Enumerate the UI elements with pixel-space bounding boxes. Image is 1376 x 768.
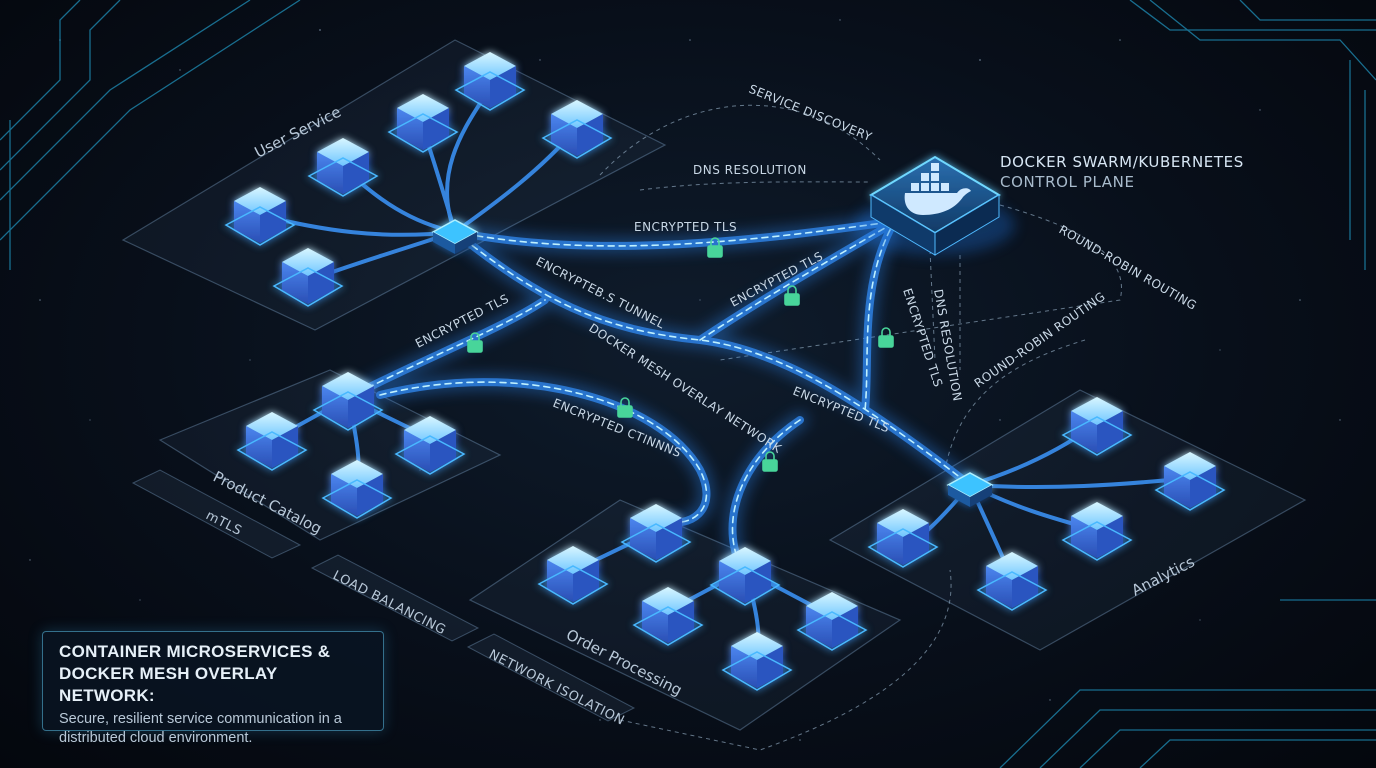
control-plane-title-line2: CONTROL PLANE [1000, 173, 1135, 191]
container [541, 100, 613, 159]
tag-plates [131, 469, 636, 722]
hub-user-service [431, 219, 479, 254]
container [721, 632, 793, 691]
lock-icon [707, 237, 723, 258]
container [1061, 397, 1133, 456]
container [537, 546, 609, 605]
container [796, 592, 868, 651]
label-service-discovery: SERVICE DISCOVERY [747, 82, 874, 144]
info-subtitle: Secure, resilient service communication … [59, 710, 367, 748]
container [709, 547, 781, 606]
circuit-traces-top-left [0, 0, 301, 270]
container [321, 460, 393, 519]
container [307, 138, 379, 197]
tag-plate-mtls [131, 469, 302, 559]
label-dns-resolution: DNS RESOLUTION [693, 163, 807, 177]
container [272, 248, 344, 307]
tag-plate-load-balancing [310, 554, 480, 642]
mesh-hubs [431, 219, 994, 507]
container [632, 587, 704, 646]
circuit-traces-top-right [1129, 0, 1376, 270]
link-bottom-return [619, 569, 952, 751]
lock-icons [467, 237, 894, 472]
container [224, 187, 296, 246]
container [387, 94, 459, 153]
container [620, 504, 692, 563]
lock-icon [784, 285, 800, 306]
lock-icon [762, 451, 778, 472]
star-field [29, 19, 1341, 741]
platform-product-catalog [158, 369, 502, 541]
container [1061, 502, 1133, 561]
link-round-robin-1 [719, 204, 1122, 361]
container [454, 52, 526, 111]
info-title-line1: CONTAINER MICROSERVICES & [59, 642, 331, 661]
label-encrypted-tls-top: ENCRYPTED TLS [634, 220, 737, 234]
container [867, 509, 939, 568]
container [976, 552, 1048, 611]
lock-icon [878, 327, 894, 348]
info-subtitle-line1: Secure, resilient service communication … [59, 711, 342, 727]
platform-user-service [121, 39, 667, 331]
containers [224, 52, 1226, 691]
link-dns-vertical [929, 249, 936, 361]
control-plane-node [855, 155, 1015, 256]
label-round-robin-1: ROUND-ROBIN ROUTING [1057, 222, 1200, 312]
docker-whale-icon [904, 163, 971, 215]
circuit-traces-bottom-right [999, 599, 1376, 768]
label-round-robin-2: ROUND-ROBIN ROUTING [972, 289, 1108, 390]
info-subtitle-line2: distributed cloud environment. [59, 730, 253, 746]
tag-plate-network-isolation [466, 633, 636, 722]
link-dns-resolution [639, 181, 871, 191]
hub-analytics [946, 472, 994, 507]
control-links [599, 104, 1122, 751]
container [394, 416, 466, 475]
control-plane-title: DOCKER SWARM/KUBERNETES CONTROL PLANE [1000, 152, 1244, 192]
lock-icon [467, 332, 483, 353]
info-title-line2: DOCKER MESH OVERLAY NETWORK: [59, 664, 278, 705]
container [236, 412, 308, 471]
container [1154, 452, 1226, 511]
info-panel: CONTAINER MICROSERVICES & DOCKER MESH OV… [42, 631, 384, 746]
lock-icon [617, 397, 633, 418]
zone-platforms [121, 39, 1307, 731]
control-plane-title-line1: DOCKER SWARM/KUBERNETES [1000, 153, 1244, 171]
container [312, 372, 384, 431]
link-round-robin-return [944, 339, 1086, 471]
